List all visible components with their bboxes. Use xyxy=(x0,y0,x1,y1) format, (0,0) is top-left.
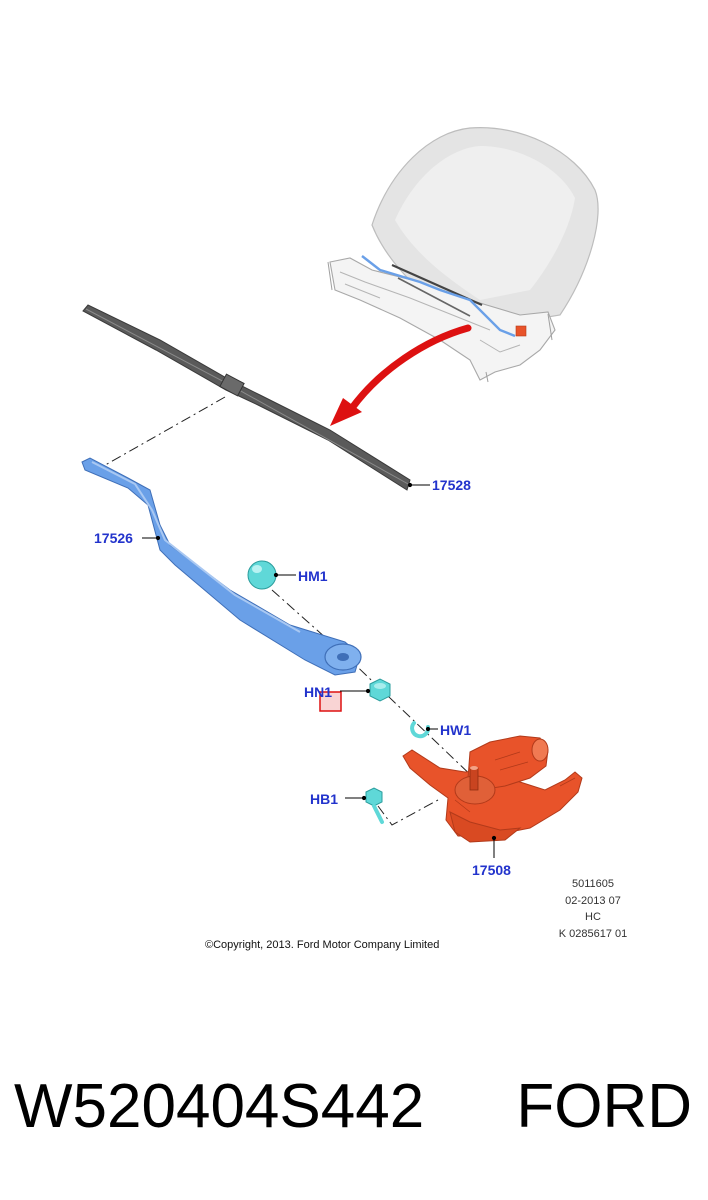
vehicle-hood-illustration xyxy=(327,127,599,383)
motor-end-cap xyxy=(531,738,549,762)
cowl-detail xyxy=(339,271,521,353)
cap-hm1 xyxy=(247,560,277,590)
guide-bolt-motor xyxy=(377,799,439,826)
leader-nut-dot xyxy=(365,688,371,694)
arrow-shaft xyxy=(348,324,472,412)
cap-shine xyxy=(252,565,262,573)
callout-hm1[interactable]: HM1 xyxy=(298,568,328,584)
part-number-label: W520404S442 xyxy=(14,1072,425,1141)
leader-arm-dot xyxy=(155,535,161,541)
motor-detail-lines xyxy=(454,751,576,813)
bolt-hb1 xyxy=(365,787,384,824)
bolt-shank xyxy=(372,804,384,824)
selected-part-highlight xyxy=(319,691,342,712)
part-footer: W520404S442 FORD xyxy=(0,1062,708,1152)
hood-highlight xyxy=(395,146,575,300)
meta-line-1: 5011605 xyxy=(572,878,614,890)
washer-ring xyxy=(410,721,431,739)
location-arrow xyxy=(330,324,472,426)
callout-17526[interactable]: 17526 xyxy=(94,530,133,546)
leader-cap-dot xyxy=(273,572,279,578)
callout-17528[interactable]: 17528 xyxy=(432,477,471,493)
brand-label: FORD xyxy=(516,1072,692,1141)
guide-blade-arm xyxy=(99,396,226,469)
inner-wiper-blade-2 xyxy=(397,277,471,317)
meta-line-2: 02-2013 07 xyxy=(565,895,621,907)
callout-leaders xyxy=(142,482,497,858)
cap-body xyxy=(247,560,277,590)
callout-hb1[interactable]: HB1 xyxy=(310,791,338,807)
callout-hn1[interactable]: HN1 xyxy=(304,684,332,700)
diagram-meta: 5011605 02-2013 07 HC K 0285617 01 xyxy=(559,878,628,940)
wiper-arm-17526 xyxy=(81,457,362,676)
body-side-lines xyxy=(327,261,553,383)
callout-hw1[interactable]: HW1 xyxy=(440,722,471,738)
wiper-arm-highlight xyxy=(91,461,301,633)
inner-wiper-linkage xyxy=(361,255,516,338)
washer-hw1 xyxy=(410,721,431,739)
callout-17508[interactable]: 17508 xyxy=(472,862,511,878)
leader-bolt-dot xyxy=(361,795,367,801)
callout-labels: 17528 17526 HM1 HN1 HW1 HB1 17508 xyxy=(94,477,511,878)
nut-top xyxy=(374,683,386,689)
motor-spindle xyxy=(469,767,479,791)
nut-body xyxy=(369,678,391,702)
wiper-blade-adapter xyxy=(219,373,245,397)
wiper-arm-pivot-hole xyxy=(337,653,349,661)
arrow-head xyxy=(330,398,362,426)
wiper-arm-body xyxy=(81,457,361,676)
meta-line-4: K 0285617 01 xyxy=(559,928,628,940)
leader-motor-dot xyxy=(491,835,497,841)
inner-motor-mark xyxy=(515,325,527,337)
wiper-blade-17528 xyxy=(82,304,411,491)
wiper-motor-17508 xyxy=(402,735,583,843)
motor-lower-bracket xyxy=(449,811,522,843)
leader-blade-dot xyxy=(407,482,413,488)
motor-spindle-top xyxy=(470,766,478,770)
leader-washer-dot xyxy=(425,726,431,732)
nut-hn1 xyxy=(369,678,391,702)
copyright-notice: ©Copyright, 2013. Ford Motor Company Lim… xyxy=(205,939,439,951)
bolt-head xyxy=(365,787,383,807)
meta-line-3: HC xyxy=(585,911,601,923)
